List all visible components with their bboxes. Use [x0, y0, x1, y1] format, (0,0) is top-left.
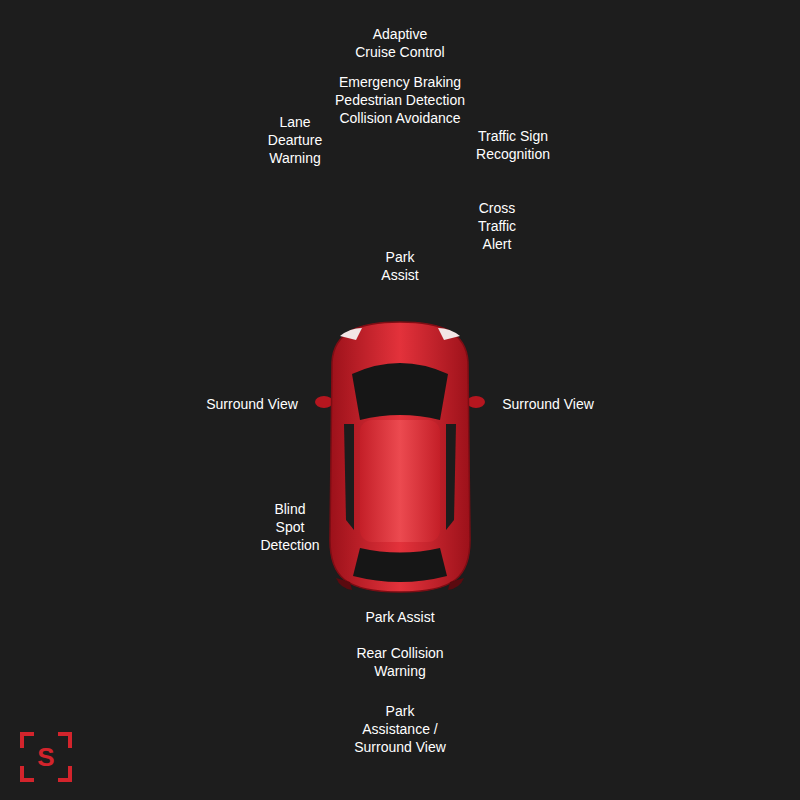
- front-left-sensor-lobe: [250, 177, 362, 289]
- zone-outline: [308, 68, 492, 322]
- cross-traffic-lobe: Cross Traffic Alert: [438, 177, 550, 289]
- front-radar-cone: Emergency Braking Pedestrian Detection C…: [308, 68, 492, 322]
- logo-letter: S: [37, 743, 54, 771]
- logo-bracket: [22, 734, 70, 780]
- car-roof: [360, 420, 440, 542]
- zone-outline: [163, 276, 400, 534]
- zone-outline: [300, 445, 500, 645]
- left-headlight: [340, 328, 362, 340]
- zone-outline: [220, 467, 336, 583]
- zone-outline: [322, 234, 478, 390]
- zone-outline: [266, 575, 535, 765]
- zone-label: Adaptive Cruise Control: [353, 25, 447, 61]
- zone-outline: [216, 80, 400, 320]
- zone-label: Park Assist: [365, 608, 434, 626]
- zone-label: Lane Dearture Warning: [259, 113, 331, 167]
- right-surround-view-zone: Surround View: [400, 275, 637, 535]
- zone-label: Emergency Braking Pedestrian Detection C…: [325, 73, 475, 127]
- right-headlight: [438, 328, 460, 340]
- blind-spot-lobe: Blind Spot Detection: [220, 467, 336, 583]
- windshield: [352, 363, 448, 420]
- label-anchor: S: [0, 0, 17, 28]
- left-mirror: [315, 396, 333, 408]
- right-taillight: [448, 578, 464, 590]
- zone-outline: [400, 80, 584, 320]
- zone-shape: [285, 582, 515, 702]
- left-surround-view-zone: Surround View: [163, 275, 400, 535]
- rear-right-sensor-lobe: [464, 467, 580, 583]
- rear-window: [353, 548, 447, 582]
- zone-outline: [400, 276, 637, 534]
- front-park-assist-zone: Park Assist: [322, 234, 478, 390]
- left-taillight: [336, 578, 352, 590]
- right-mirror: [467, 396, 485, 408]
- zone-label: Park Assistance / Surround View: [352, 702, 449, 756]
- zone-label: Cross Traffic Alert: [469, 199, 525, 253]
- zone-label: Blind Spot Detection: [259, 500, 321, 554]
- zone-label: Surround View: [206, 395, 298, 413]
- zone-outline: [285, 582, 515, 702]
- car-body: [330, 322, 470, 592]
- right-side-window: [446, 424, 456, 530]
- left-side-window: [344, 424, 354, 530]
- zone-label: Park Assist: [375, 248, 425, 284]
- zone-label: Traffic Sign Recognition: [468, 127, 558, 163]
- rear-park-assist-zone: Park Assist: [300, 445, 500, 645]
- zone-label: Rear Collision Warning: [345, 644, 455, 680]
- zone-label: Surround View: [502, 395, 594, 413]
- rear-collision-zone: Rear Collision Warning: [285, 582, 515, 702]
- zone-outline: [438, 177, 550, 289]
